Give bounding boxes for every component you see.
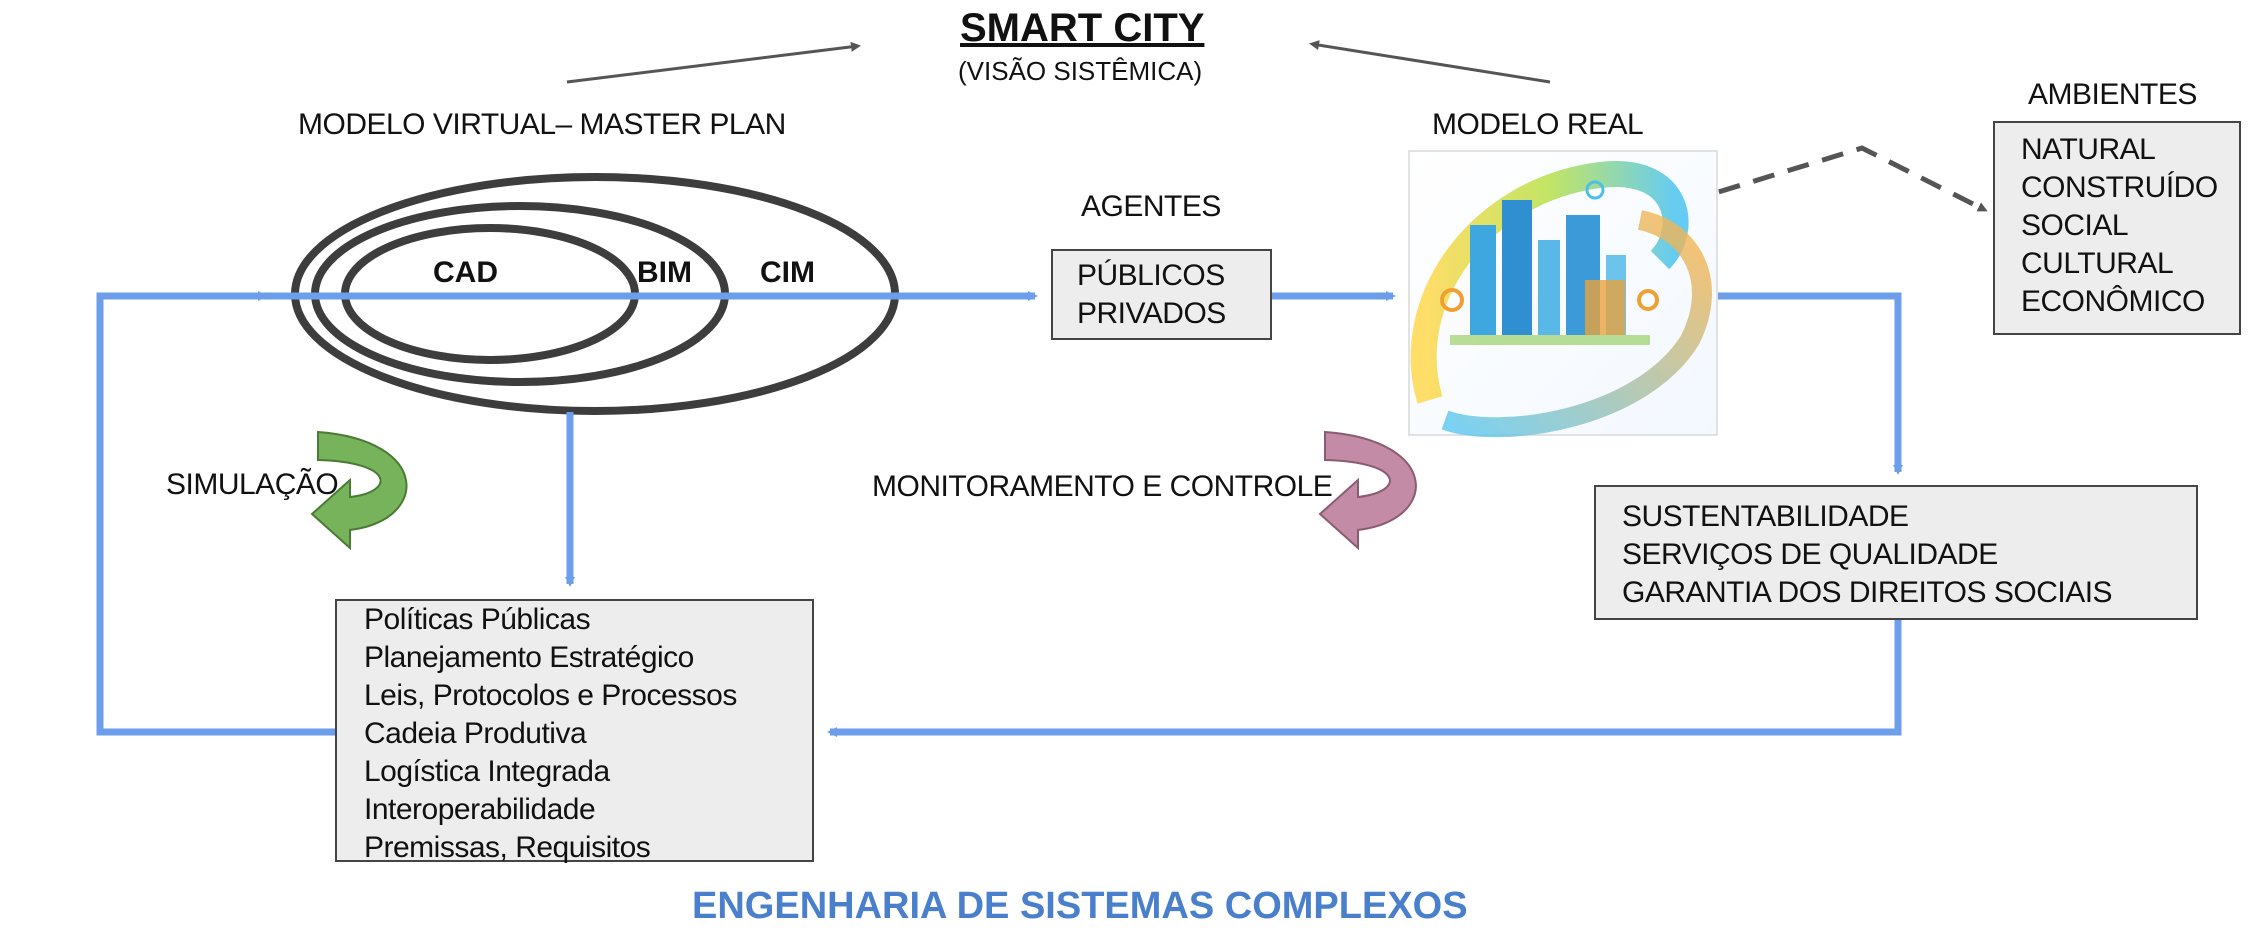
page-title: SMART CITY — [960, 6, 1205, 50]
environment-item: CULTURAL — [2021, 247, 2174, 280]
monitoring-label: MONITORAMENTO E CONTROLE — [872, 470, 1333, 503]
ring-label-cad: CAD — [433, 256, 498, 289]
monitoring-cycle-arrow — [1318, 430, 1417, 551]
arrow-real-to-title — [1309, 40, 1551, 84]
real-model-label: MODELO REAL — [1432, 108, 1644, 141]
policy-item: Leis, Protocolos e Processos — [364, 679, 737, 712]
environments-box: NATURAL CONSTRUÍDO SOCIAL CULTURAL ECONÔ… — [1993, 121, 2241, 335]
simulation-cycle-arrow — [310, 430, 408, 551]
policy-item: Planejamento Estratégico — [364, 641, 694, 674]
agents-item: PÚBLICOS — [1077, 259, 1225, 292]
policy-item: Políticas Públicas — [364, 603, 591, 636]
dashed-arrow-to-environments — [1649, 145, 1988, 216]
ring-label-cim: CIM — [760, 256, 815, 289]
feedback-loop-left — [96, 291, 340, 736]
ring-label-bim: BIM — [637, 256, 692, 289]
footer-title: ENGENHARIA DE SISTEMAS COMPLEXOS — [692, 885, 1468, 927]
flow-arrows — [96, 291, 1903, 737]
policy-item: Interoperabilidade — [364, 793, 596, 826]
environment-item: NATURAL — [2021, 133, 2156, 166]
arrow-real-to-outcomes — [1718, 292, 1903, 475]
environment-item: ECONÔMICO — [2021, 285, 2205, 318]
arrow-virtual-to-title — [566, 41, 861, 84]
outcomes-box: SUSTENTABILIDADE SERVIÇOS DE QUALIDADE G… — [1594, 485, 2198, 620]
page-subtitle: (VISÃO SISTÊMICA) — [958, 56, 1203, 86]
policies-box: Políticas Públicas Planejamento Estratég… — [335, 599, 814, 864]
environment-item: SOCIAL — [2021, 209, 2129, 242]
city-illustration — [1408, 150, 1718, 438]
simulation-label: SIMULAÇÃO — [166, 468, 339, 501]
agents-label: AGENTES — [1081, 190, 1221, 223]
agents-box: PÚBLICOS PRIVADOS — [1051, 249, 1272, 340]
outcome-item: SERVIÇOS DE QUALIDADE — [1622, 538, 1998, 571]
policy-item: Cadeia Produtiva — [364, 717, 587, 750]
environments-label: AMBIENTES — [2028, 78, 2197, 111]
policy-item: Premissas, Requisitos — [364, 831, 651, 864]
arrow-outcomes-to-policies — [827, 620, 1902, 737]
virtual-model-label: MODELO VIRTUAL– MASTER PLAN — [298, 108, 786, 141]
outcome-item: SUSTENTABILIDADE — [1622, 500, 1909, 533]
agents-item: PRIVADOS — [1077, 297, 1226, 330]
policy-item: Logística Integrada — [364, 755, 610, 788]
environment-item: CONSTRUÍDO — [2021, 171, 2218, 204]
outcome-item: GARANTIA DOS DIREITOS SOCIAIS — [1622, 576, 2113, 609]
